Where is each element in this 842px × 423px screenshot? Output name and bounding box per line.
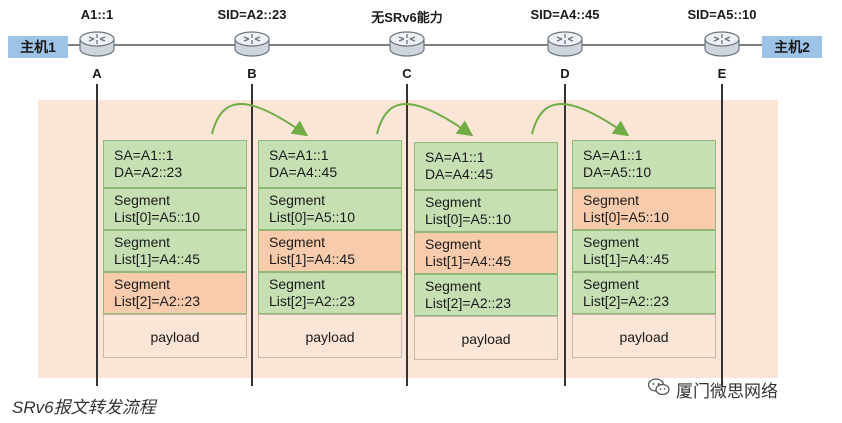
node-letter-e: E bbox=[717, 66, 727, 81]
segment-value: List[2]=A2::23 bbox=[114, 293, 201, 309]
node-letter-c: C bbox=[402, 66, 412, 81]
segment-value: List[1]=A4::45 bbox=[114, 251, 201, 267]
segment-label: Segment bbox=[114, 234, 171, 250]
router-icon bbox=[79, 31, 115, 57]
router-icon bbox=[234, 31, 270, 57]
router-label-e: SID=A5::10 bbox=[687, 7, 757, 22]
payload: payload bbox=[414, 316, 558, 360]
segment-label: Segment bbox=[425, 236, 482, 252]
segment-value: List[0]=A5::10 bbox=[583, 209, 670, 225]
forward-arrow-3 bbox=[531, 103, 630, 137]
segment-label: Segment bbox=[114, 192, 171, 208]
segment-value: List[1]=A4::45 bbox=[269, 251, 356, 267]
segment-label: Segment bbox=[269, 192, 326, 208]
node-timeline-b bbox=[251, 84, 253, 386]
segment-value: List[2]=A2::23 bbox=[269, 293, 356, 309]
payload: payload bbox=[258, 314, 402, 358]
segment-label: Segment bbox=[114, 276, 171, 292]
router-label-c: 无SRv6能力 bbox=[371, 10, 443, 25]
watermark-text: 厦门微思网络 bbox=[676, 382, 778, 401]
node-letter-d: D bbox=[560, 66, 570, 81]
segment-value: List[0]=A5::10 bbox=[269, 209, 356, 225]
router-icon bbox=[389, 31, 425, 57]
router-icon bbox=[704, 31, 740, 57]
node-timeline-e bbox=[721, 84, 723, 386]
node-letter-b: B bbox=[247, 66, 257, 81]
node-letter-a: A bbox=[92, 66, 102, 81]
segment-label: Segment bbox=[583, 234, 640, 250]
host-right: 主机2 bbox=[762, 36, 822, 58]
router-label-d: SID=A4::45 bbox=[530, 7, 600, 22]
payload: payload bbox=[103, 314, 247, 358]
router-label-a: A1::1 bbox=[80, 7, 114, 22]
segment-label: Segment bbox=[269, 276, 326, 292]
figure-caption: SRv6报文转发流程 bbox=[12, 398, 156, 417]
source-address: SA=A1::1 bbox=[425, 149, 485, 165]
router-icon bbox=[547, 31, 583, 57]
segment-value: List[1]=A4::45 bbox=[425, 253, 512, 269]
segment-value: List[2]=A2::23 bbox=[425, 295, 512, 311]
segment-value: List[0]=A5::10 bbox=[425, 211, 512, 227]
segment-value: List[1]=A4::45 bbox=[583, 251, 670, 267]
segment-label: Segment bbox=[583, 276, 640, 292]
destination-address: DA=A5::10 bbox=[583, 164, 652, 180]
segment-label: Segment bbox=[425, 278, 482, 294]
node-timeline-d bbox=[564, 84, 566, 386]
segment-label: Segment bbox=[583, 192, 640, 208]
node-timeline-a bbox=[96, 84, 98, 386]
wechat-icon bbox=[647, 378, 670, 396]
destination-address: DA=A4::45 bbox=[425, 166, 494, 182]
host-left: 主机1 bbox=[8, 36, 68, 58]
payload: payload bbox=[572, 314, 716, 358]
source-address: SA=A1::1 bbox=[269, 147, 329, 163]
forward-arrow-1 bbox=[211, 103, 309, 137]
node-timeline-c bbox=[406, 84, 408, 386]
router-label-b: SID=A2::23 bbox=[217, 7, 287, 22]
source-address: SA=A1::1 bbox=[583, 147, 643, 163]
destination-address: DA=A2::23 bbox=[114, 164, 183, 180]
segment-label: Segment bbox=[425, 194, 482, 210]
segment-value: List[2]=A2::23 bbox=[583, 293, 670, 309]
source-address: SA=A1::1 bbox=[114, 147, 174, 163]
forward-arrow-2 bbox=[376, 103, 474, 137]
segment-label: Segment bbox=[269, 234, 326, 250]
destination-address: DA=A4::45 bbox=[269, 164, 338, 180]
segment-value: List[0]=A5::10 bbox=[114, 209, 201, 225]
